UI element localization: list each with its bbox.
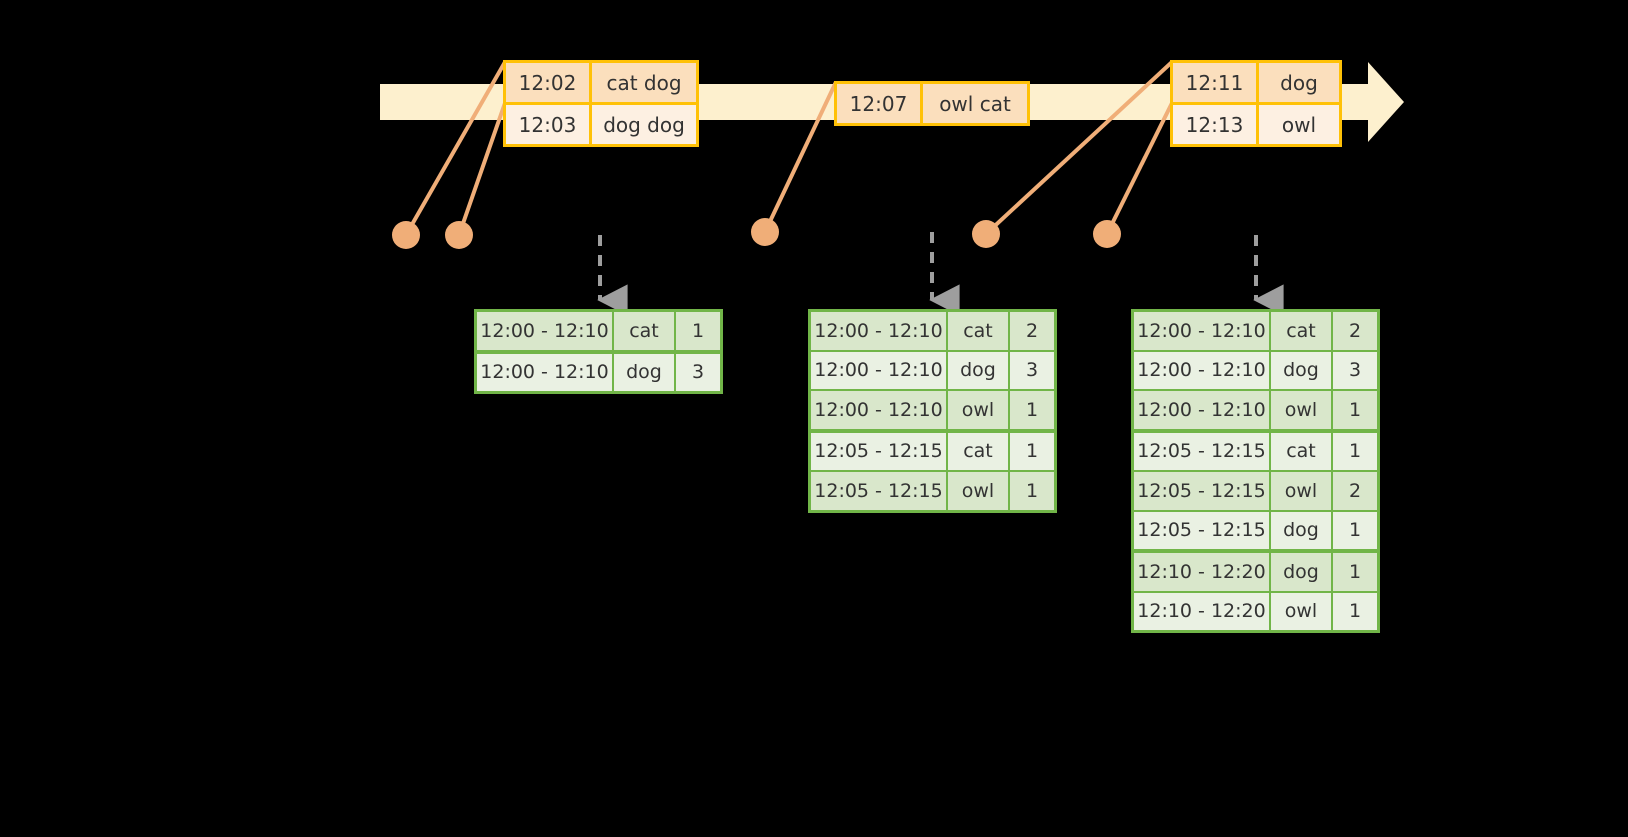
event-box-group-3[interactable]: 12:11 dog 12:13 owl [1170,60,1342,147]
cell-window: 12:00 - 12:10 [1134,312,1271,350]
cell-count: 1 [1333,511,1377,549]
event-dot-2 [445,221,473,249]
cell-window: 12:00 - 12:10 [811,312,948,350]
event-dot-3 [751,218,779,246]
table-row[interactable]: 12:10 - 12:20 dog 1 [1134,549,1377,591]
emit-arrows [597,232,1284,316]
event-row[interactable]: 12:03 dog dog [506,102,696,144]
cell-key: cat [948,312,1010,350]
connector-lines [404,60,1174,236]
cell-count: 1 [1333,592,1377,630]
cell-count: 1 [1010,472,1054,510]
cell-count: 1 [1010,391,1054,429]
cell-key: cat [1271,432,1333,470]
cell-key: cat [948,432,1010,470]
connector-line-1 [404,61,507,236]
cell-window: 12:05 - 12:15 [811,472,948,510]
event-box-group-1[interactable]: 12:02 cat dog 12:03 dog dog [503,60,699,147]
event-dot-1 [392,221,420,249]
cell-window: 12:10 - 12:20 [1134,592,1271,630]
table-row[interactable]: 12:00 - 12:10 owl 1 [1134,389,1377,429]
cell-count: 2 [1333,472,1377,510]
cell-key: owl [1271,472,1333,510]
event-row[interactable]: 12:11 dog [1173,63,1339,102]
cell-key: dog [948,351,1010,389]
cell-key: owl [948,391,1010,429]
table-row[interactable]: 12:00 - 12:10 dog 3 [811,349,1054,389]
cell-count: 1 [1333,432,1377,470]
cell-window: 12:00 - 12:10 [1134,351,1271,389]
cell-window: 12:05 - 12:15 [1134,511,1271,549]
result-table-2[interactable]: 12:00 - 12:10 cat 2 12:00 - 12:10 dog 3 … [808,309,1057,513]
event-time: 12:11 [1173,63,1259,102]
table-row[interactable]: 12:00 - 12:10 owl 1 [811,389,1054,429]
event-dot-4 [972,220,1000,248]
event-dots [392,218,1121,249]
cell-key: dog [1271,351,1333,389]
table-row[interactable]: 12:05 - 12:15 owl 1 [811,470,1054,510]
event-payload: cat dog [592,63,696,102]
cell-count: 3 [676,353,720,391]
result-table-3[interactable]: 12:00 - 12:10 cat 2 12:00 - 12:10 dog 3 … [1131,309,1380,633]
event-box-group-2[interactable]: 12:07 owl cat [834,81,1030,126]
cell-key: owl [1271,391,1333,429]
cell-window: 12:00 - 12:10 [1134,391,1271,429]
cell-key: dog [1271,553,1333,591]
event-payload: owl cat [923,84,1027,123]
connector-line-3 [763,81,838,233]
cell-key: dog [614,353,676,391]
cell-key: cat [1271,312,1333,350]
cell-count: 1 [1333,391,1377,429]
cell-count: 1 [1333,553,1377,591]
event-row[interactable]: 12:07 owl cat [837,84,1027,123]
cell-window: 12:10 - 12:20 [1134,553,1271,591]
event-time: 12:07 [837,84,923,123]
cell-count: 3 [1333,351,1377,389]
cell-window: 12:00 - 12:10 [811,351,948,389]
table-row[interactable]: 12:10 - 12:20 owl 1 [1134,590,1377,630]
cell-count: 2 [1010,312,1054,350]
table-row[interactable]: 12:00 - 12:10 cat 2 [811,312,1054,350]
table-row[interactable]: 12:05 - 12:15 dog 1 [1134,509,1377,549]
cell-key: owl [948,472,1010,510]
cell-count: 1 [676,312,720,350]
cell-window: 12:05 - 12:15 [811,432,948,470]
table-row[interactable]: 12:05 - 12:15 cat 1 [811,428,1054,470]
cell-window: 12:00 - 12:10 [811,391,948,429]
table-row[interactable]: 12:00 - 12:10 cat 2 [1134,312,1377,350]
table-row[interactable]: 12:00 - 12:10 dog 3 [1134,349,1377,389]
cell-window: 12:05 - 12:15 [1134,432,1271,470]
event-time: 12:02 [506,63,592,102]
table-row[interactable]: 12:05 - 12:15 owl 2 [1134,470,1377,510]
connector-line-5 [1105,102,1174,235]
cell-key: dog [1271,511,1333,549]
result-table-1[interactable]: 12:00 - 12:10 cat 1 12:00 - 12:10 dog 3 [474,309,723,394]
connector-line-4 [984,60,1174,236]
cell-window: 12:00 - 12:10 [477,312,614,350]
connector-line-2 [457,102,507,236]
event-time: 12:13 [1173,105,1259,144]
event-payload: owl [1259,105,1339,144]
cell-window: 12:05 - 12:15 [1134,472,1271,510]
table-row[interactable]: 12:00 - 12:10 cat 1 [477,312,720,350]
event-payload: dog dog [592,105,696,144]
event-payload: dog [1259,63,1339,102]
cell-count: 2 [1333,312,1377,350]
event-time: 12:03 [506,105,592,144]
event-row[interactable]: 12:02 cat dog [506,63,696,102]
cell-count: 1 [1010,432,1054,470]
event-dot-5 [1093,220,1121,248]
cell-key: owl [1271,592,1333,630]
event-row[interactable]: 12:13 owl [1173,102,1339,144]
cell-window: 12:00 - 12:10 [477,353,614,391]
cell-count: 3 [1010,351,1054,389]
table-row[interactable]: 12:00 - 12:10 dog 3 [477,349,720,391]
table-row[interactable]: 12:05 - 12:15 cat 1 [1134,428,1377,470]
cell-key: cat [614,312,676,350]
